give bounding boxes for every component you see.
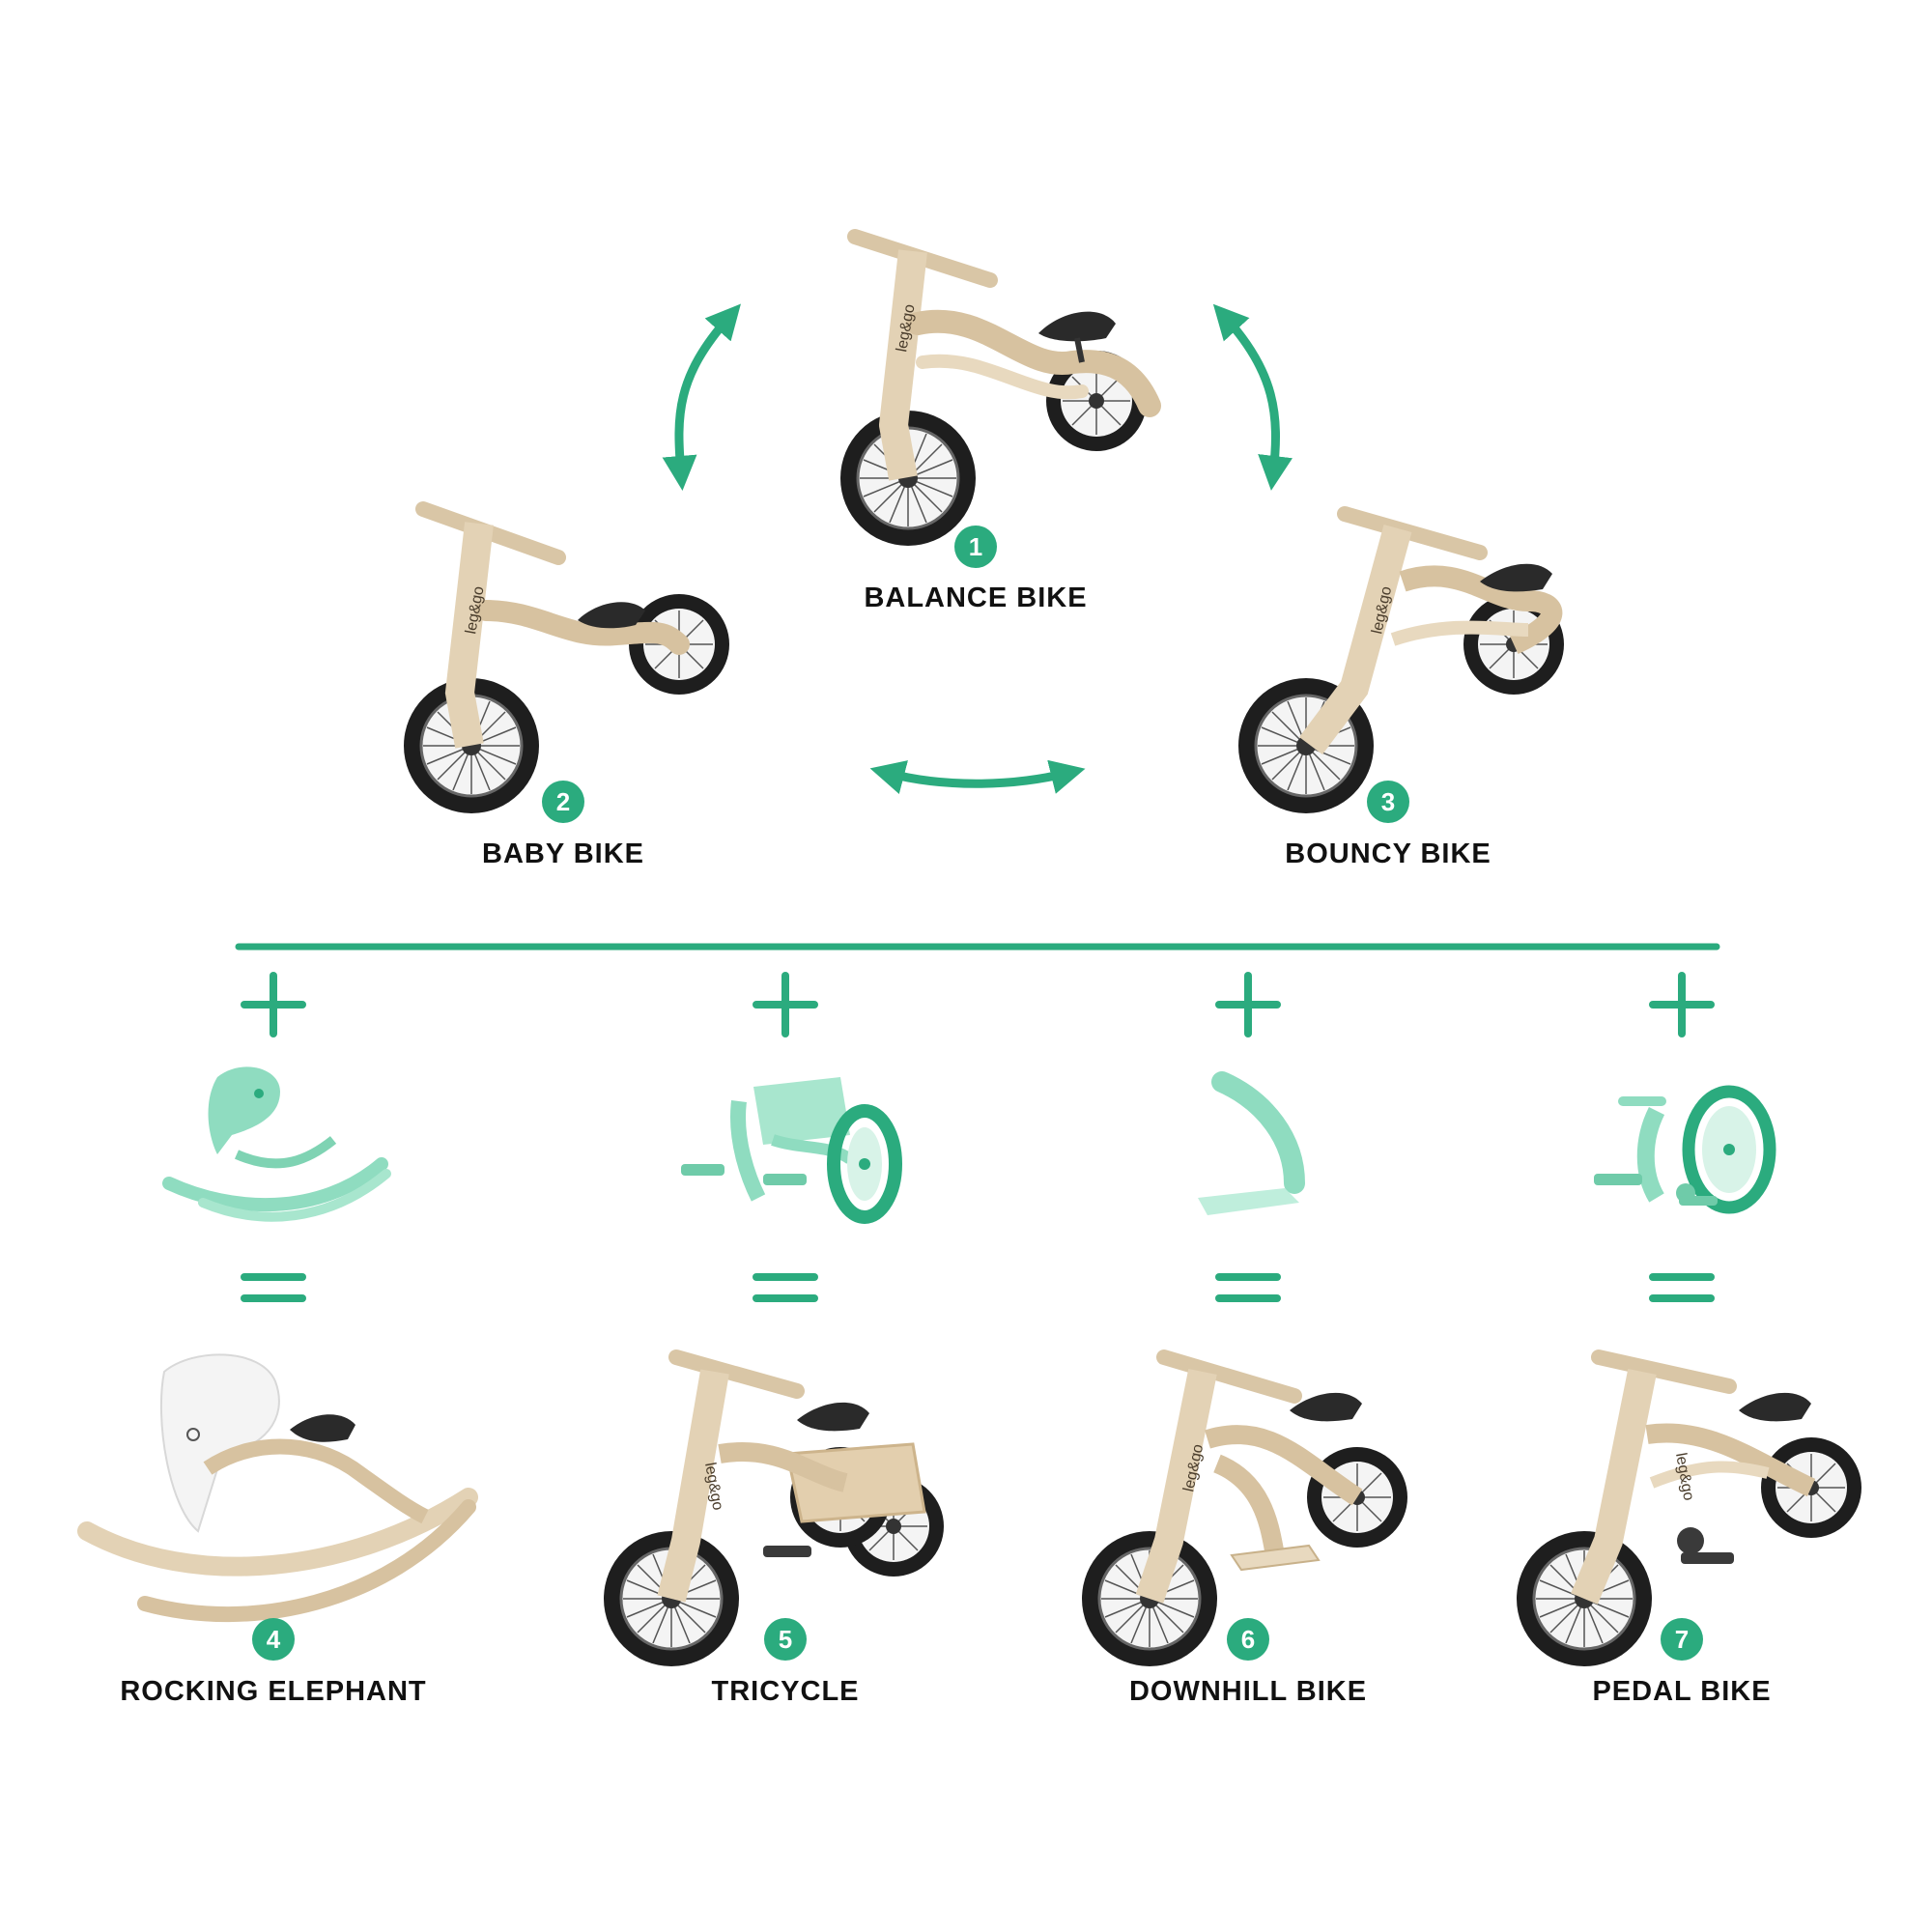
mode-1-label: BALANCE BIKE (864, 582, 1087, 613)
downhill-bike-illustration: leg&go (1080, 1350, 1408, 1668)
arrow-balance-bouncy (1212, 303, 1293, 491)
mode-2-label: BABY BIKE (482, 838, 644, 869)
downhill-footrest-kit-icon (1198, 1071, 1305, 1215)
mode-3-badge: 3 (1367, 781, 1409, 823)
svg-text:7: 7 (1675, 1625, 1689, 1654)
equals-icon (753, 1273, 818, 1302)
arrow-baby-bouncy (869, 759, 1086, 794)
svg-text:4: 4 (267, 1625, 281, 1654)
svg-text:5: 5 (779, 1625, 792, 1654)
bouncy-bike-illustration: leg&go (1236, 506, 1565, 815)
svg-text:1: 1 (969, 532, 982, 561)
mode-1-badge: 1 (954, 526, 997, 568)
equals-icon (241, 1273, 306, 1302)
plus-icon (1649, 972, 1715, 1037)
plus-icon (753, 972, 818, 1037)
svg-text:2: 2 (556, 787, 570, 816)
plus-icon (1215, 972, 1281, 1037)
tricycle-illustration: leg&go (602, 1350, 945, 1668)
mode-4-badge: 4 (252, 1618, 295, 1661)
balance-bike-illustration: leg&go (838, 237, 1150, 548)
mode-7-badge: 7 (1661, 1618, 1703, 1661)
rocking-elephant-kit-icon (162, 1066, 391, 1222)
rocking-elephant-illustration (77, 1353, 478, 1623)
arrow-baby-balance (662, 303, 741, 491)
pedal-bike-illustration: leg&go (1515, 1350, 1862, 1668)
mode-6-badge: 6 (1227, 1618, 1269, 1661)
mode-5-label: TRICYCLE (712, 1676, 860, 1707)
mode-7-label: PEDAL BIKE (1592, 1676, 1771, 1707)
pedal-kit-icon (1594, 1085, 1776, 1214)
mode-6-label: DOWNHILL BIKE (1129, 1676, 1367, 1707)
mode-2-badge: 2 (542, 781, 584, 823)
equals-icon (1649, 1273, 1715, 1302)
svg-text:6: 6 (1241, 1625, 1255, 1654)
tricycle-kit-icon (681, 1077, 902, 1224)
baby-bike-illustration: leg&go (402, 501, 730, 815)
svg-text:3: 3 (1381, 787, 1395, 816)
mode-3-label: BOUNCY BIKE (1285, 838, 1492, 869)
mode-5-badge: 5 (764, 1618, 807, 1661)
plus-icon (241, 972, 306, 1037)
equals-icon (1215, 1273, 1281, 1302)
mode-4-label: ROCKING ELEPHANT (120, 1676, 426, 1707)
